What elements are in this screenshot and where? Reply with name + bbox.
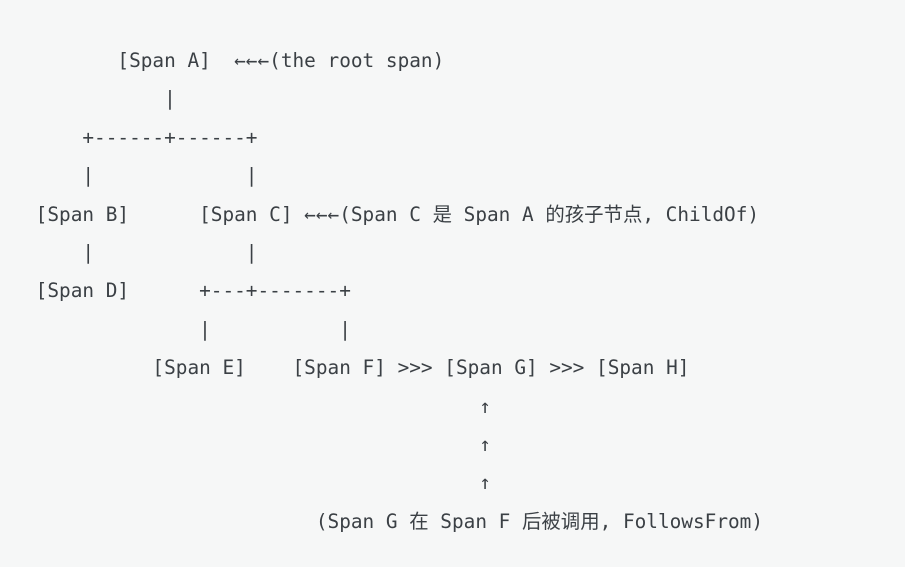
span-tree-ascii-diagram: [Span A] ←←←(the root span) | +------+--… (35, 49, 764, 533)
